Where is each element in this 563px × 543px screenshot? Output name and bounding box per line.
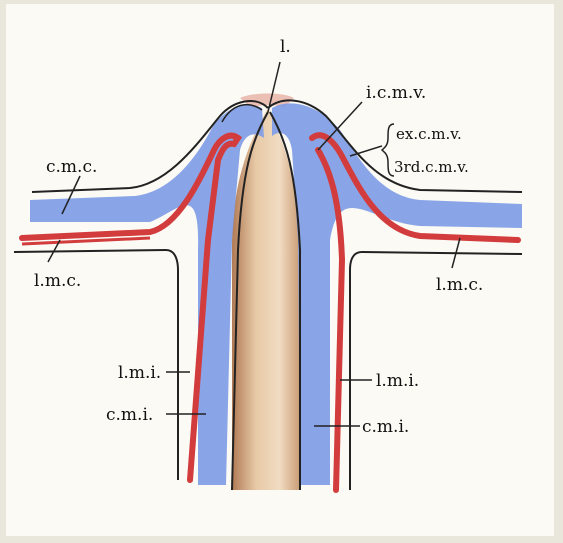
label-lmc-left: l.m.c. bbox=[34, 271, 81, 291]
label-lmc-right: l.m.c. bbox=[436, 275, 483, 295]
label-cmi-left: c.m.i. bbox=[106, 405, 153, 425]
label-lmi-right: l.m.i. bbox=[376, 371, 419, 391]
label-lmi-left: l.m.i. bbox=[118, 363, 161, 383]
label-icmv: i.c.m.v. bbox=[366, 83, 426, 103]
label-cmi-right: c.m.i. bbox=[362, 417, 409, 437]
label-excmv: ex.c.m.v. bbox=[396, 125, 462, 143]
label-third-cmv: 3rd.c.m.v. bbox=[394, 158, 469, 176]
label-cmc: c.m.c. bbox=[46, 157, 97, 177]
label-l: l. bbox=[280, 37, 291, 57]
